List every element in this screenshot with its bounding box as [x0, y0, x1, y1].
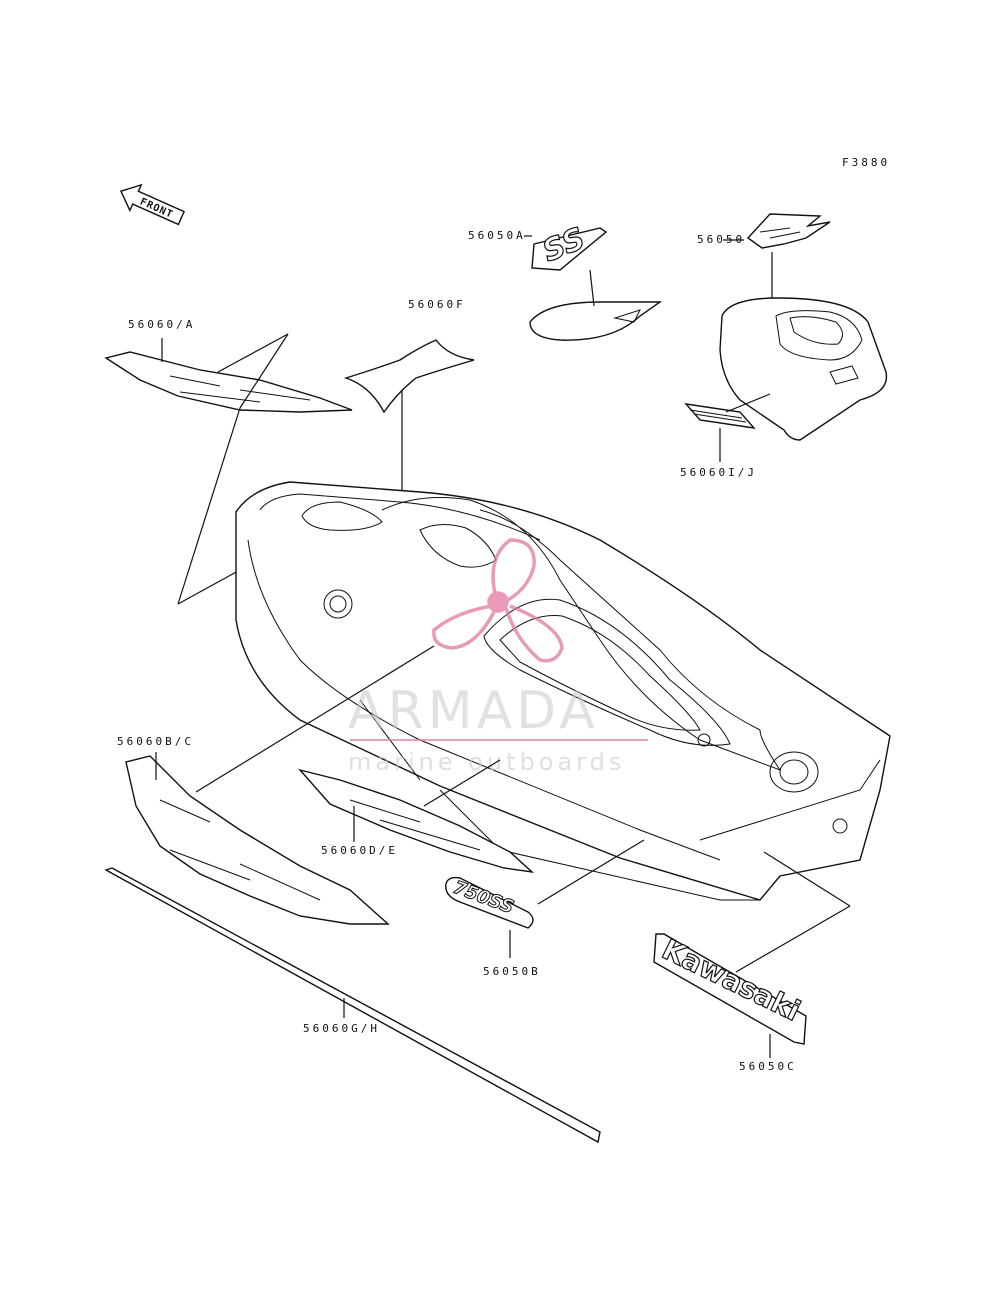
label-56060BC: 56060B/C [117, 735, 194, 748]
propeller-logo-icon [432, 538, 564, 663]
pad-decal [343, 339, 475, 414]
model-emblem-text: 750SS [450, 877, 516, 918]
label-56050A: 56050A [468, 229, 526, 242]
watermark-title: ARMADA [348, 681, 599, 741]
label-56050B: 56050B [483, 965, 541, 978]
model-emblem-decal: 750SS [445, 876, 534, 929]
ss-emblem-decal: SS [531, 221, 608, 271]
label-56050C: 56050C [739, 1060, 797, 1073]
mid-stripe-decal [297, 768, 535, 874]
brand-emblem-decal: Kawasaki [653, 932, 807, 1045]
brand-emblem-text: Kawasaki [657, 933, 806, 1028]
long-stripe-decal [104, 867, 601, 1144]
hood-side-decal [684, 403, 756, 429]
upper-side-decal [104, 351, 353, 413]
lower-side-decal [125, 755, 390, 925]
watermark-subtitle: marine outboards [348, 748, 625, 776]
armada-watermark: ARMADA marine outboards [348, 538, 648, 776]
wing-decal [746, 213, 831, 249]
label-56060IJ: 56060I/J [680, 466, 757, 479]
seat-pad-part [529, 301, 663, 341]
front-arrow-icon: FRONT [119, 183, 186, 226]
figure-code: F3880 [842, 156, 890, 169]
label-56050: 56050 [697, 233, 745, 246]
label-56060GH: 56060G/H [303, 1022, 380, 1035]
label-56060A: 56060/A [128, 318, 195, 331]
hood-part [719, 297, 888, 441]
label-56060DE: 56060D/E [321, 844, 398, 857]
label-56060F: 56060F [408, 298, 466, 311]
